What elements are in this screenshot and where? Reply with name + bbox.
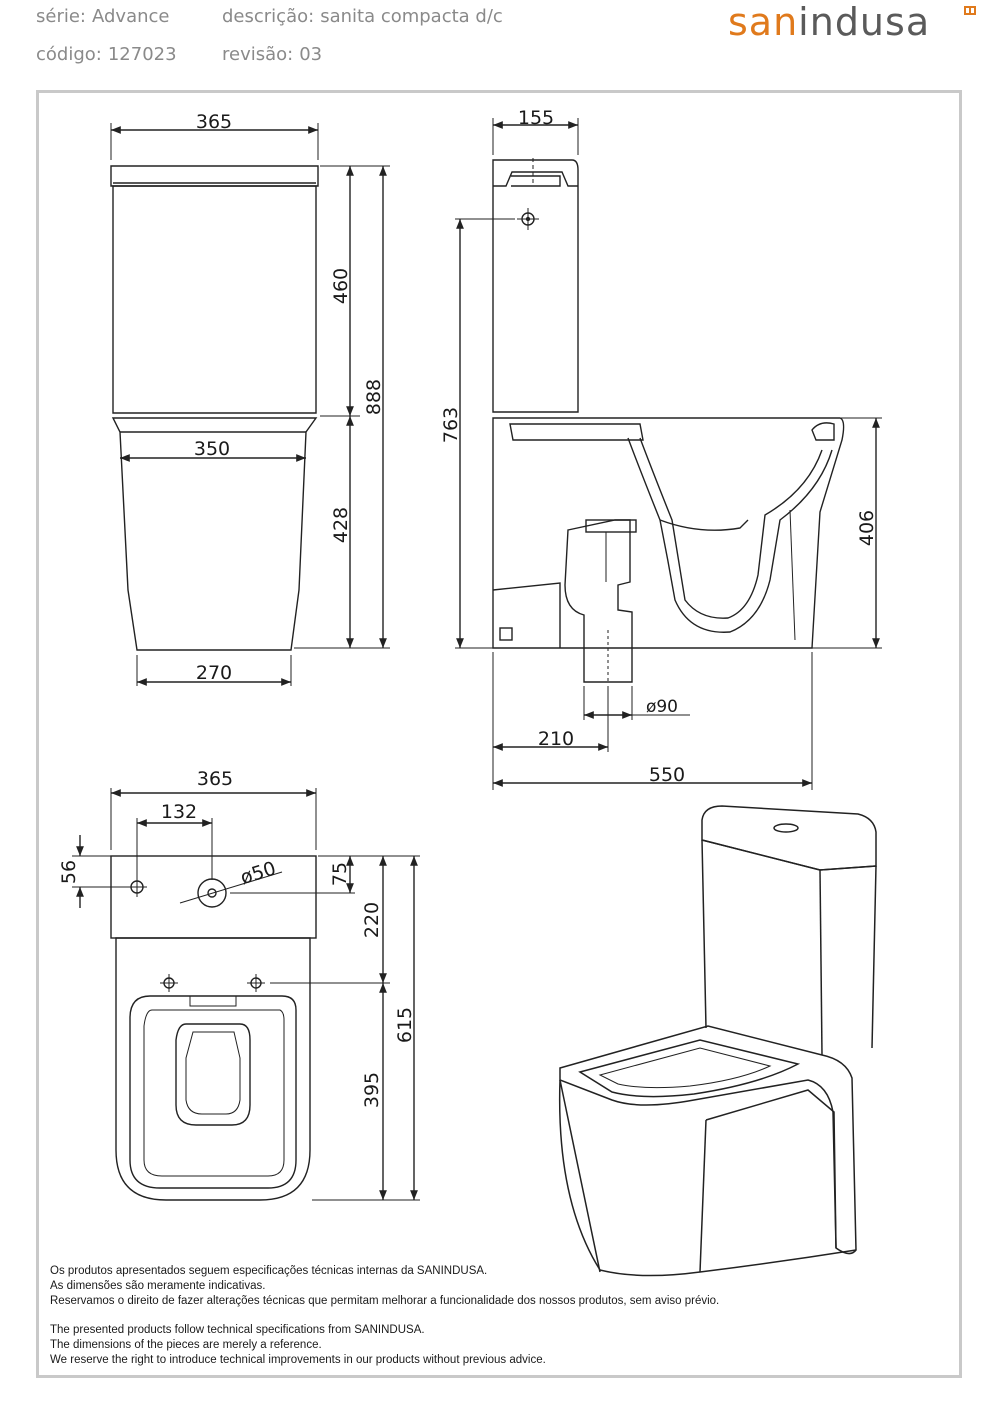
dim-side-outlet-diameter: ø90 [646,697,678,717]
note-pt-1: Os produtos apresentados seguem especifi… [50,1265,488,1277]
dim-front-total-height: 888 [363,379,385,415]
dim-top-bowl-depth: 395 [361,1072,383,1108]
dim-front-base-width: 270 [196,662,232,684]
notes-portuguese: Os produtos apresentados seguem especifi… [50,1264,719,1309]
dim-front-bowl-height: 428 [330,507,352,543]
logo-part-indusa: indusa [798,0,931,44]
serie-label: série: [36,6,86,27]
dim-side-total-depth: 550 [649,764,685,786]
front-view [110,123,390,686]
logo-part-san: san [728,0,799,44]
side-view [455,118,882,790]
serie-field: série: Advance [36,6,169,27]
dim-front-bowl-width: 350 [194,438,230,460]
serie-value: Advance [92,6,170,27]
dim-top-hole-offset: 132 [161,801,197,823]
note-en-3: We reserve the right to introduce techni… [50,1354,546,1366]
top-view [72,788,420,1201]
descricao-field: descrição:sanita compacta d/c [222,6,503,27]
drawing-frame [36,90,962,1378]
dim-top-hole-from-back: 75 [329,862,351,886]
dim-side-seat-height: 406 [856,510,878,546]
sanindusa-logo: sanindusa [728,0,930,44]
revisao-value: 03 [299,44,323,65]
dim-top-hole-diameter: ø50 [238,858,279,890]
note-pt-2: As dimensões são meramente indicativas. [50,1280,266,1292]
revisao-label: revisão: [222,44,294,65]
logo-mark-icon [964,6,976,15]
dim-top-hole-from-side: 56 [58,860,80,884]
dim-side-outlet-distance: 210 [538,728,574,750]
note-en-1: The presented products follow technical … [50,1324,425,1336]
descricao-value: sanita compacta d/c [320,6,503,27]
dim-front-top-width: 365 [196,111,232,133]
notes-english: The presented products follow technical … [50,1323,546,1368]
perspective-view [558,805,877,1277]
dim-top-total-depth: 615 [394,1007,416,1043]
note-en-2: The dimensions of the pieces are merely … [50,1339,322,1351]
descricao-label: descrição: [222,6,315,27]
dim-top-width: 365 [197,768,233,790]
codigo-value: 127023 [107,44,177,65]
dim-side-tank-depth: 155 [518,107,554,129]
note-pt-3: Reservamos o direito de fazer alterações… [50,1295,720,1307]
revisao-field: revisão:03 [222,44,322,65]
codigo-field: código:127023 [36,44,177,65]
dim-side-inlet-height: 763 [440,407,462,443]
dim-top-tank-depth: 220 [361,902,383,938]
codigo-label: código: [36,44,102,65]
dim-front-tank-height: 460 [330,268,352,304]
